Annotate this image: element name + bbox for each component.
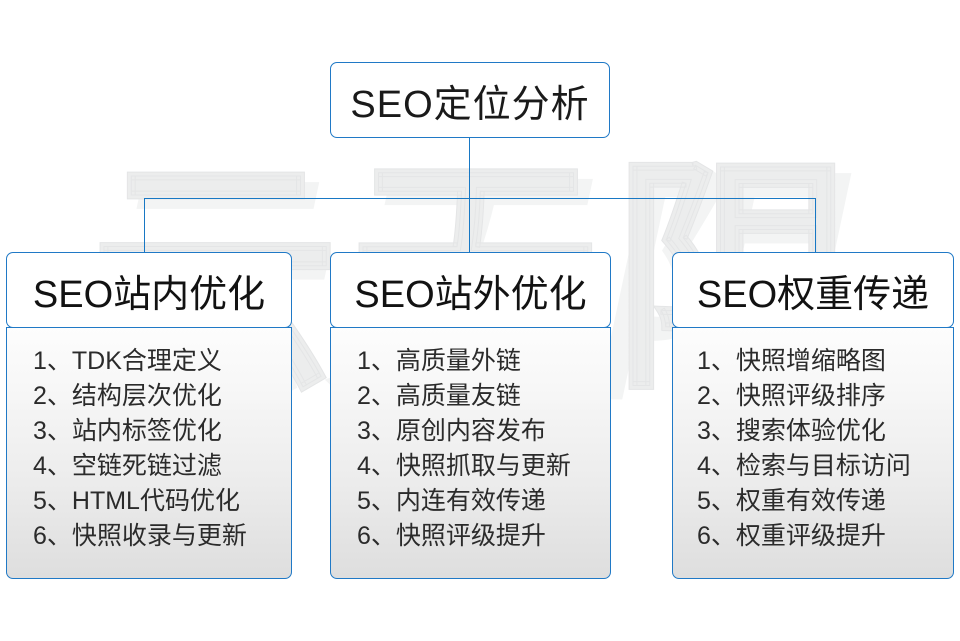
- list-item: 2、快照评级排序: [697, 382, 886, 410]
- branch-header-1-label: SEO站内优化: [32, 273, 266, 316]
- branch-list-1: 1、TDK合理定义 2、结构层次优化 3、站内标签优化 4、空链死链过滤 5、H…: [7, 344, 291, 554]
- branch-body-1: 1、TDK合理定义 2、结构层次优化 3、站内标签优化 4、空链死链过滤 5、H…: [6, 327, 292, 579]
- list-item: 5、内连有效传递: [357, 487, 546, 515]
- branch-body-3: 1、快照增缩略图 2、快照评级排序 3、搜索体验优化 4、检索与目标访问 5、权…: [672, 327, 954, 579]
- list-item: 4、空链死链过滤: [33, 452, 222, 480]
- root-node-label: SEO定位分析: [350, 83, 590, 126]
- branch-header-3-label: SEO权重传递: [696, 273, 930, 316]
- list-item: 3、搜索体验优化: [697, 417, 886, 445]
- branch-header-3[interactable]: SEO权重传递: [672, 252, 954, 328]
- list-item: 2、高质量友链: [357, 382, 521, 410]
- branch-list-2: 1、高质量外链 2、高质量友链 3、原创内容发布 4、快照抓取与更新 5、内连有…: [331, 344, 610, 554]
- connector-horizontal-bus: [144, 198, 816, 199]
- connector-branch-right: [815, 198, 816, 253]
- branch-list-3: 1、快照增缩略图 2、快照评级排序 3、搜索体验优化 4、检索与目标访问 5、权…: [673, 344, 953, 554]
- branch-column-2: SEO站外优化 1、高质量外链 2、高质量友链 3、原创内容发布 4、快照抓取与…: [330, 252, 611, 579]
- connector-root-stem: [469, 138, 470, 198]
- list-item: 5、HTML代码优化: [33, 487, 240, 515]
- branch-header-2[interactable]: SEO站外优化: [330, 252, 611, 328]
- list-item: 4、快照抓取与更新: [357, 452, 571, 480]
- list-item: 2、结构层次优化: [33, 382, 222, 410]
- list-item: 3、站内标签优化: [33, 417, 222, 445]
- branch-header-2-label: SEO站外优化: [354, 273, 587, 316]
- list-item: 4、检索与目标访问: [697, 452, 911, 480]
- root-node[interactable]: SEO定位分析: [330, 62, 610, 138]
- list-item: 1、TDK合理定义: [33, 347, 222, 375]
- branch-column-1: SEO站内优化 1、TDK合理定义 2、结构层次优化 3、站内标签优化 4、空链…: [6, 252, 292, 579]
- list-item: 6、快照收录与更新: [33, 522, 247, 550]
- connector-branch-left: [144, 198, 145, 253]
- list-item: 6、快照评级提升: [357, 522, 546, 550]
- list-item: 1、高质量外链: [357, 347, 521, 375]
- list-item: 1、快照增缩略图: [697, 347, 886, 375]
- branch-column-3: SEO权重传递 1、快照增缩略图 2、快照评级排序 3、搜索体验优化 4、检索与…: [672, 252, 954, 579]
- branch-body-2: 1、高质量外链 2、高质量友链 3、原创内容发布 4、快照抓取与更新 5、内连有…: [330, 327, 611, 579]
- connector-branch-center: [469, 198, 470, 253]
- list-item: 5、权重有效传递: [697, 487, 886, 515]
- list-item: 6、权重评级提升: [697, 522, 886, 550]
- branch-header-1[interactable]: SEO站内优化: [6, 252, 292, 328]
- list-item: 3、原创内容发布: [357, 417, 546, 445]
